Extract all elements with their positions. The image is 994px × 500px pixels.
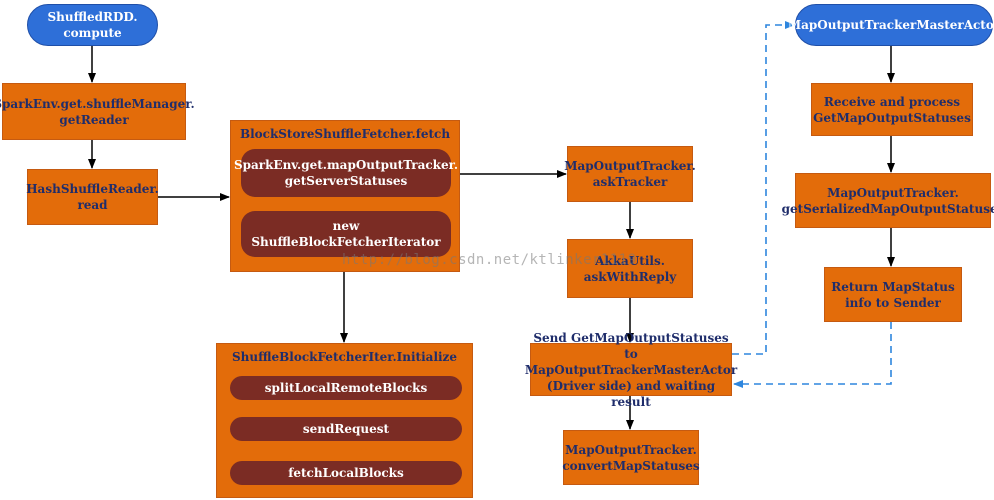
node-text: convertMapStatuses [562,458,700,473]
item-split-local-remote: splitLocalRemoteBlocks [230,376,462,400]
node-text: MapOutputTracker. [827,185,959,200]
group-block-store-fetcher: BlockStoreShuffleFetcher.fetch SparkEnv.… [230,120,460,272]
node-send-get-statuses: Send GetMapOutputStatuses to MapOutputTr… [525,331,737,409]
item-text: splitLocalRemoteBlocks [264,381,428,395]
item-text: new ShuffleBlockFetcherIterator [251,219,441,249]
node-text: AkkaUtils. [595,253,665,268]
node-text: GetMapOutputStatuses [813,110,971,125]
item-text: getServerStatuses [284,174,408,188]
node-text: MapOutputTracker. [565,442,697,457]
node-shuffledrdd-compute: ShuffledRDD. compute [27,4,158,46]
node-master-actor: MapOutputTrackerMasterActor [788,4,994,46]
node-text: compute [63,26,122,40]
node-text: SparkEnv.get.shuffleManager. [0,96,195,111]
item-send-request: sendRequest [230,417,462,441]
item-get-server-statuses: SparkEnv.get.mapOutputTracker. getServer… [234,149,458,197]
item-text: fetchLocalBlocks [288,466,404,480]
node-text: MapOutputTracker. [564,159,696,173]
item-text: SparkEnv.get.mapOutputTracker. [233,158,459,172]
dashed-arrow-send-to-actor [732,21,795,355]
node-ask-with-reply: AkkaUtils. askWithReply [567,239,693,298]
node-text: getReader [59,112,129,127]
node-convert-map-statuses: MapOutputTracker. convertMapStatuses [562,430,700,485]
node-receive-process: Receive and process GetMapOutputStatuses [811,83,973,136]
group-iter-initialize: ShuffleBlockFetcherIter.Initialize split… [216,343,473,498]
node-get-reader: SparkEnv.get.shuffleManager. getReader [0,83,195,140]
watermark: http://blog.csdn.net/ktlinker1119 [342,252,637,268]
node-text: MapOutputTrackerMasterActor [787,18,994,32]
group-title: BlockStoreShuffleFetcher.fetch [239,127,451,141]
node-text: read [77,198,108,212]
dashed-arrow-return-to-send [733,322,892,388]
node-text: askTracker [592,175,668,189]
node-text: MapOutputTrackerMasterActor [524,362,738,377]
node-text: ShuffledRDD. [47,10,138,24]
item-text: sendRequest [302,422,390,436]
node-text: Receive and process [823,94,961,109]
node-serialized-statuses: MapOutputTracker. getSerializedMapOutput… [782,173,994,228]
node-ask-tracker: MapOutputTracker. askTracker [564,146,696,202]
group-title: ShuffleBlockFetcherIter.Initialize [231,350,458,364]
item-new-fetcher-iterator: new ShuffleBlockFetcherIterator [241,211,451,257]
node-text: (Driver side) and waiting result [546,378,716,409]
node-hash-shuffle-reader: HashShuffleReader. read [26,169,159,225]
node-text: getSerializedMapOutputStatuses [781,201,994,216]
node-text: askWithReply [583,269,677,284]
node-text: info to Sender [845,295,941,310]
node-return-map-status: Return MapStatus info to Sender [824,267,962,322]
node-text: Send GetMapOutputStatuses to [533,330,729,361]
item-fetch-local-blocks: fetchLocalBlocks [230,461,462,485]
node-text: Return MapStatus [831,279,955,294]
node-text: HashShuffleReader. [26,182,159,196]
